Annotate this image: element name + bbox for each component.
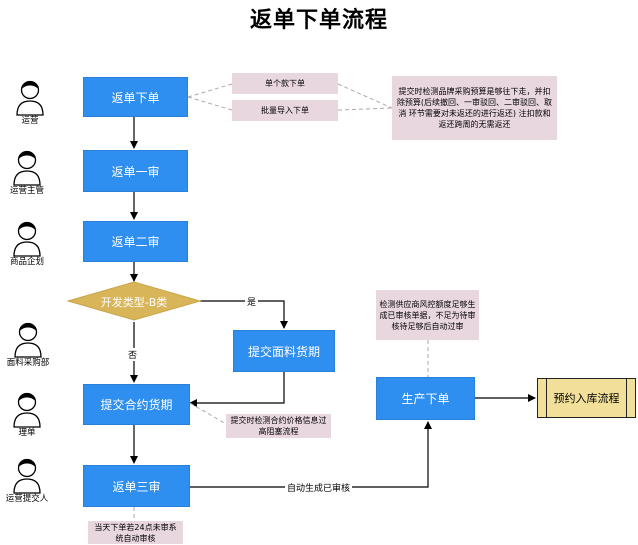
note-single: 单个款下单 [232, 73, 338, 94]
dash-xiadan-single [187, 83, 233, 98]
decision-diamond [66, 281, 202, 321]
edge-label-auto-approved: 自动生成已审核 [285, 481, 353, 494]
note-auto-review: 当天下单若24点未审系统自动审核 [88, 521, 183, 544]
node-fandan-xiadan[interactable]: 返单下单 [83, 77, 188, 117]
actor-label: 商品企划 [9, 257, 44, 267]
actor-label: 运营主管 [9, 186, 44, 196]
edge-sanshen-shengchan [190, 421, 432, 488]
node-yuyue-ruku-label: 预约入库流程 [553, 392, 620, 405]
edge-decision-mianliao [200, 300, 288, 329]
note-risk-check: 检测供应商风控额度足够生成已审核单据，不足为待审核待足够后自动过审 [376, 290, 479, 340]
actor-lidan: 理单 [0, 392, 57, 438]
node-shengchan-xiadan[interactable]: 生产下单 [376, 377, 475, 420]
note-price-check: 提交时检测合约价格信息过高阻塞流程 [226, 414, 331, 438]
node-tijiao-heyue[interactable]: 提交合约货期 [83, 384, 190, 425]
actor-label: 运营提交人 [5, 494, 49, 504]
note-budget: 提交时检测品牌采购预算是够往下走，并扣除预算(后续撤回、一审驳回、二审驳回、取消… [392, 76, 557, 140]
decision-label: 开发类型-B类 [100, 296, 168, 309]
actor-label: 面料采购部 [6, 358, 50, 368]
dash-heyue-pricecheck [189, 402, 227, 425]
actor-label: 理单 [18, 428, 36, 438]
node-fandan-yishen[interactable]: 返单一审 [83, 150, 188, 192]
actor-yunying: 运营 [0, 80, 60, 126]
person-icon [13, 458, 41, 494]
node-fandan-sanshen[interactable]: 返单三审 [83, 465, 190, 507]
dash-batch-budget [337, 107, 393, 111]
person-icon [13, 221, 41, 257]
actor-label: 运营 [21, 116, 39, 126]
person-icon [13, 392, 41, 428]
edge-label-no: 否 [126, 348, 140, 361]
node-tijiao-mianliao[interactable]: 提交面料货期 [233, 330, 335, 372]
actor-zhuguan: 运营主管 [0, 150, 57, 196]
node-fandan-ershen[interactable]: 返单二审 [83, 221, 188, 262]
actor-qihua: 商品企划 [0, 221, 57, 267]
actor-tijiao: 运营提交人 [0, 458, 57, 504]
person-icon [13, 150, 41, 186]
note-batch: 批量导入下单 [232, 100, 338, 121]
edge-label-yes: 是 [245, 295, 259, 308]
person-icon [16, 80, 44, 116]
person-icon [14, 322, 42, 358]
dash-xiadan-batch [187, 96, 233, 111]
dash-single-budget [337, 83, 393, 109]
page-title: 返单下单流程 [249, 8, 388, 33]
subprocess-bar-left [546, 379, 547, 417]
edge-mianliao-heyue [189, 372, 285, 407]
node-yuyue-ruku[interactable]: 预约入库流程 [537, 378, 636, 418]
subprocess-bar-right [626, 379, 627, 417]
actor-caigou: 面料采购部 [0, 322, 58, 368]
